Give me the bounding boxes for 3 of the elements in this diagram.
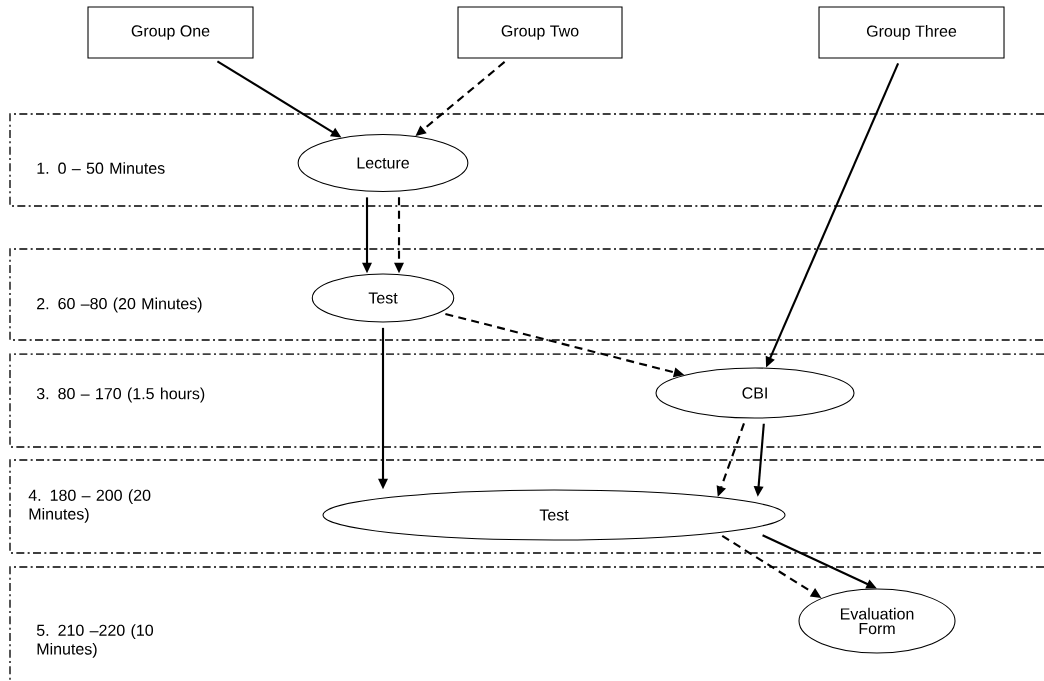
group-box: Group Three: [818, 6, 1005, 59]
group-box: Group One: [87, 6, 254, 59]
group-box: Group Two: [457, 6, 623, 59]
